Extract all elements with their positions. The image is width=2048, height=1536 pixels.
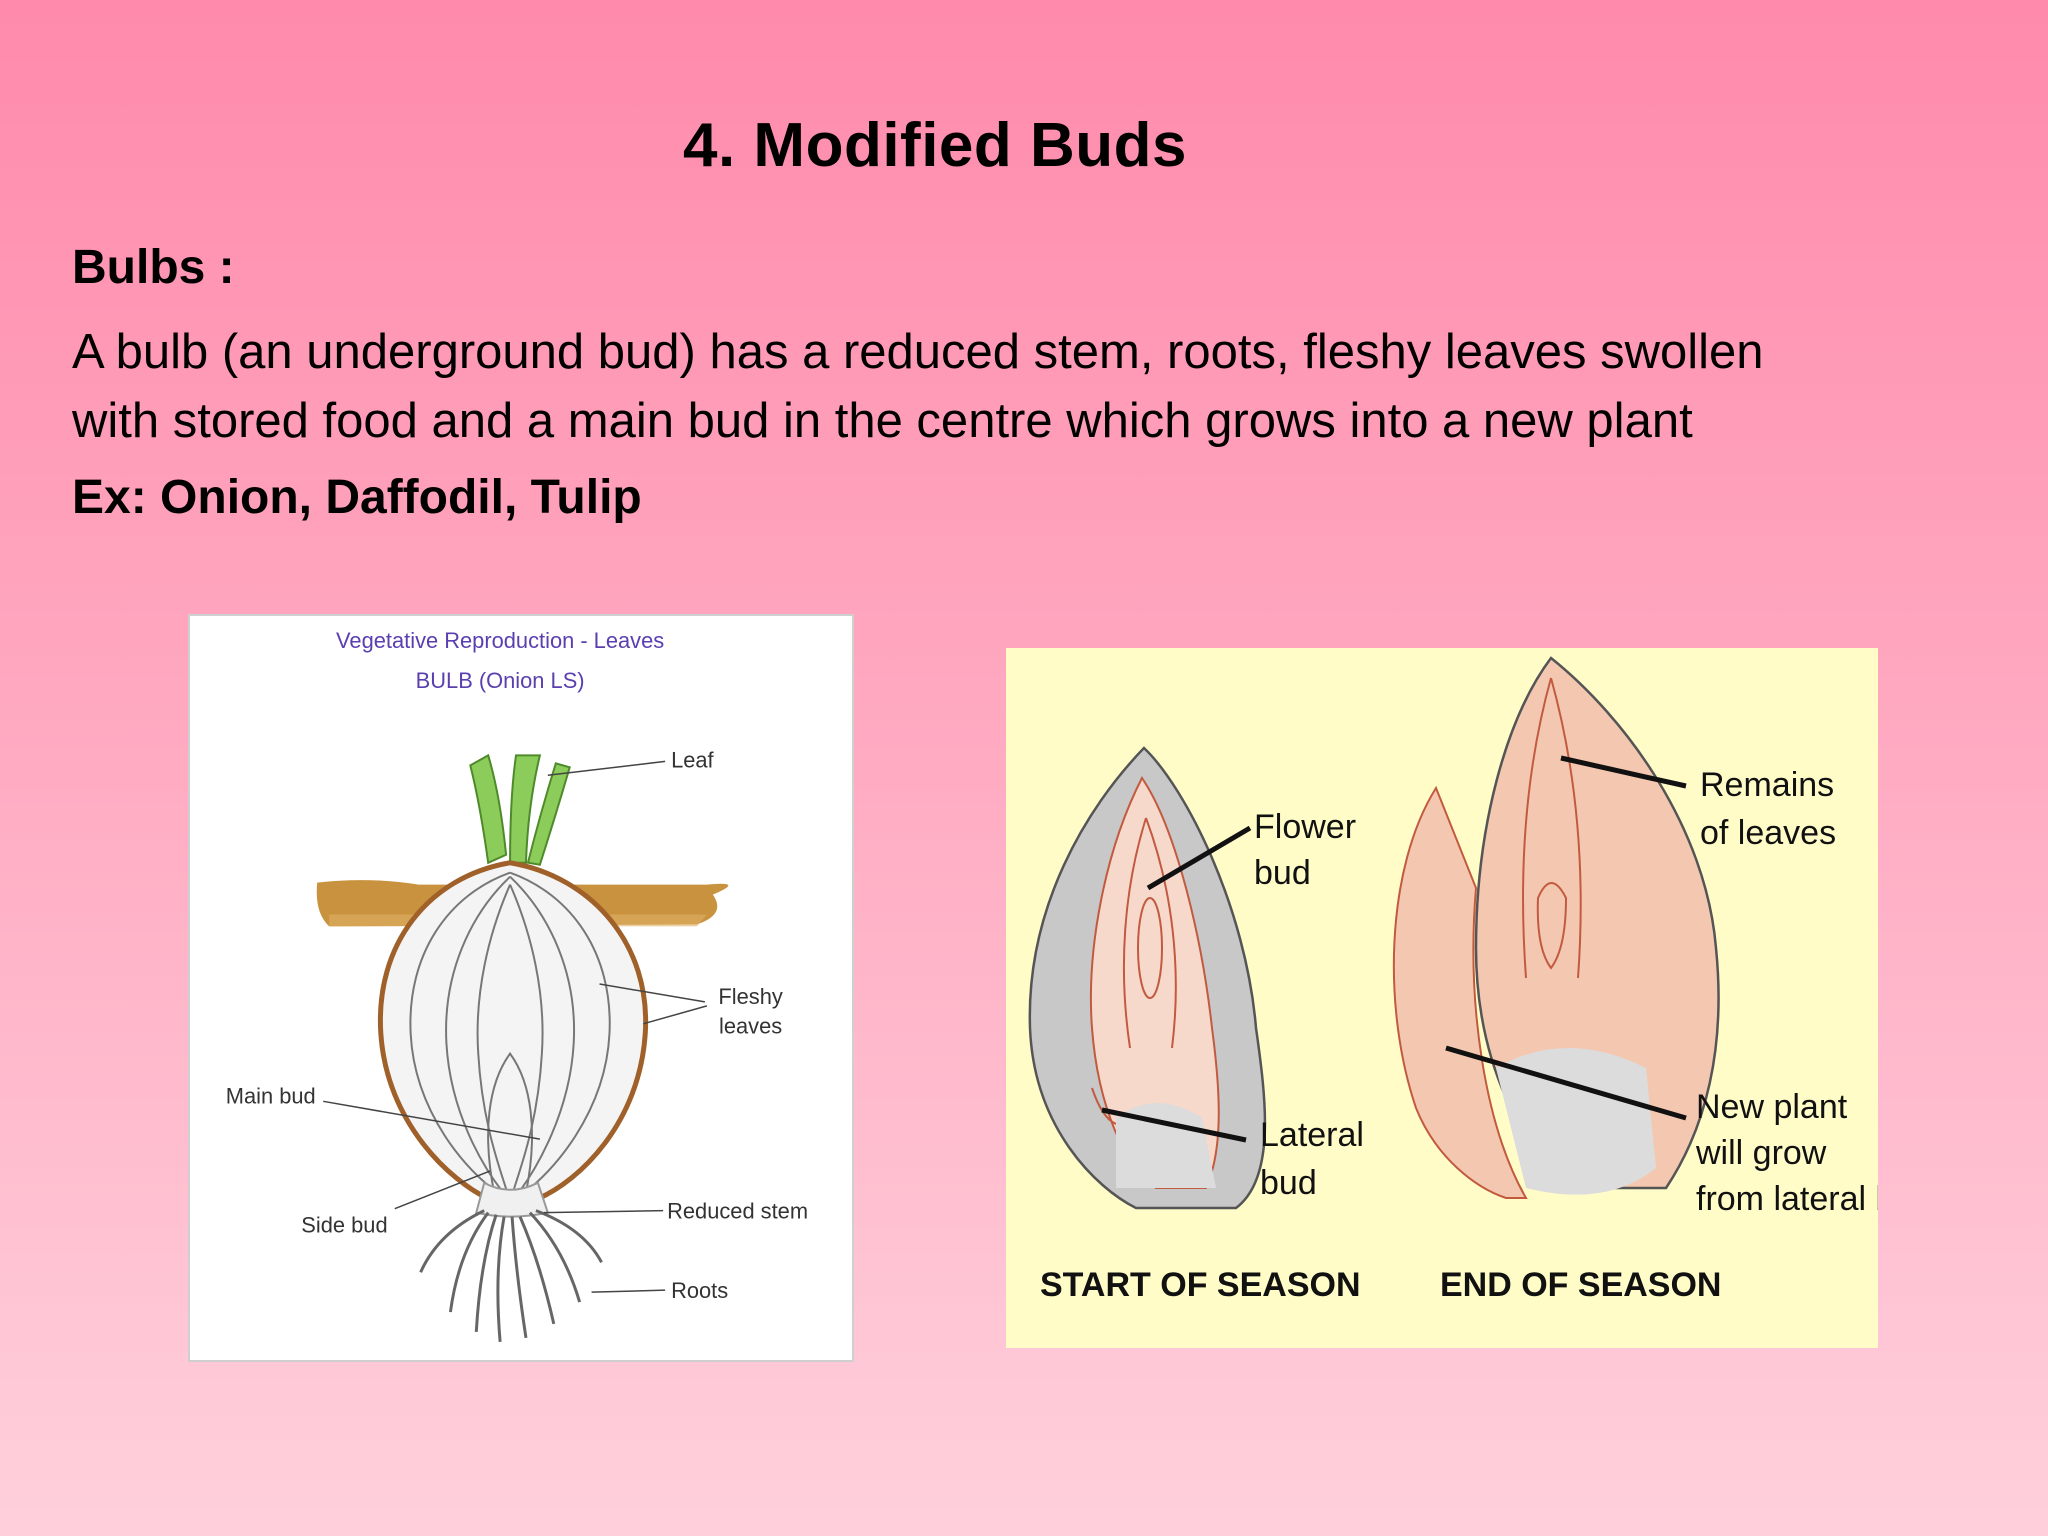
label-leaf: Leaf xyxy=(671,747,714,772)
label-new-plant-2: will grow xyxy=(1695,1134,1827,1172)
caption-start-of-season: START OF SEASON xyxy=(1040,1266,1361,1304)
onion-bulb-diagram: Vegetative Reproduction - Leaves BULB (O… xyxy=(188,614,854,1362)
label-fleshy-1: Fleshy xyxy=(718,984,782,1009)
label-lateral-bud-1: Lateral xyxy=(1260,1116,1364,1154)
roots-shape xyxy=(421,1211,602,1342)
body-paragraph: A bulb (an underground bud) has a reduce… xyxy=(72,318,1992,456)
label-lateral-bud-2: bud xyxy=(1260,1164,1317,1202)
section-heading: Bulbs : xyxy=(72,240,235,295)
label-new-plant-3: from lateral bud xyxy=(1696,1180,1878,1218)
label-roots: Roots xyxy=(671,1278,728,1303)
diagram-title-2: BULB (Onion LS) xyxy=(416,668,585,693)
leaf-shoots xyxy=(470,755,569,864)
label-new-plant-1: New plant xyxy=(1696,1088,1848,1126)
label-flower-bud-1: Flower xyxy=(1254,808,1356,846)
season-bulb-illustration: Flower bud Lateral bud Remains of leaves… xyxy=(1006,648,1878,1348)
body-line-2: with stored food and a main bud in the c… xyxy=(72,387,1992,456)
label-remains-2: of leaves xyxy=(1700,814,1836,852)
caption-end-of-season: END OF SEASON xyxy=(1440,1266,1721,1304)
season-bulb-diagram: Flower bud Lateral bud Remains of leaves… xyxy=(1006,648,1878,1348)
examples-text: Ex: Onion, Daffodil, Tulip xyxy=(72,470,642,525)
label-main-bud: Main bud xyxy=(226,1083,316,1108)
label-remains-1: Remains xyxy=(1700,766,1834,804)
label-flower-bud-2: bud xyxy=(1254,854,1311,892)
body-line-1: A bulb (an underground bud) has a reduce… xyxy=(72,318,1992,387)
slide-title: 4. Modified Buds xyxy=(0,110,1870,181)
diagram-title-1: Vegetative Reproduction - Leaves xyxy=(336,628,664,653)
onion-bulb-illustration: Vegetative Reproduction - Leaves BULB (O… xyxy=(190,616,852,1360)
label-reduced-stem: Reduced stem xyxy=(667,1199,808,1224)
bulb-body xyxy=(380,863,645,1199)
label-side-bud: Side bud xyxy=(301,1213,387,1238)
label-fleshy-2: leaves xyxy=(719,1014,782,1039)
